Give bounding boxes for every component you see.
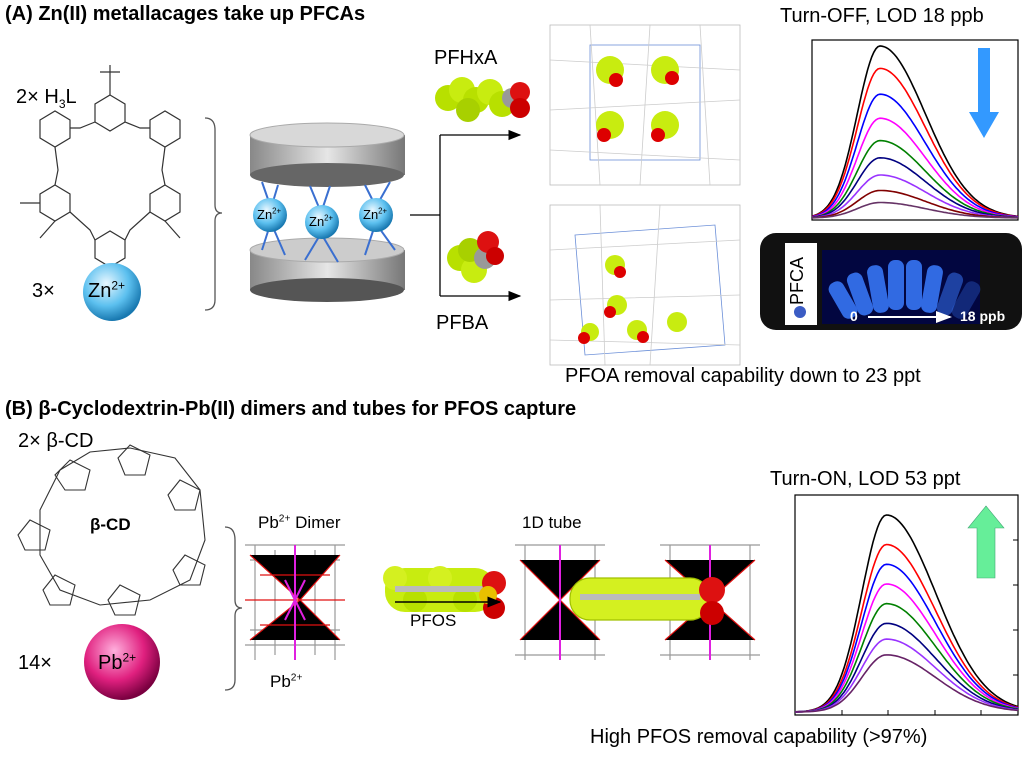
pfba-molecule — [447, 231, 504, 283]
spectrum-curve — [795, 543, 1019, 713]
spectrum-curve — [811, 174, 1019, 219]
turn-off-title: Turn-OFF, LOD 18 ppb — [780, 5, 984, 27]
spectrum-curve — [812, 201, 1019, 219]
cage-zn-label-2: Zn2+ — [309, 213, 334, 229]
crystal-packing-pfba-guests — [578, 255, 687, 344]
pfos-removal-text: High PFOS removal capability (>97%) — [590, 726, 928, 748]
pfos-molecule — [383, 566, 506, 619]
spectrum-curve — [811, 139, 1019, 219]
beta-cd-structure — [17, 444, 206, 616]
cage-zn-label-3: Zn2+ — [363, 206, 388, 222]
spectrum-curve — [795, 638, 1019, 713]
zn-count-label: 3× — [32, 280, 55, 302]
spectrum-curve — [811, 189, 1018, 219]
pb-bottom-label: Pb2+ — [270, 672, 303, 691]
beta-cd-count-label: 2× β-CD — [18, 430, 94, 452]
zn-sphere — [83, 263, 141, 321]
metallacage-cartoon — [249, 122, 405, 302]
spectrum-curve — [795, 622, 1019, 713]
spectrum-curve — [811, 93, 1019, 218]
pb-count-label: 14× — [18, 652, 52, 674]
phone-range-end: 18 ppb — [960, 308, 1006, 324]
spectrum-curve — [795, 654, 1019, 713]
spectrum-curve — [794, 514, 1019, 713]
pfos-label: PFOS — [410, 611, 457, 630]
spectrum-curve — [811, 67, 1019, 218]
h3l-macrocycle-structure — [20, 65, 181, 268]
panel-b-title: (B) β-Cyclodextrin-Pb(II) dimers and tub… — [5, 398, 577, 420]
ligand-label: 2× H3L — [16, 86, 77, 111]
spectrum-curve — [811, 117, 1019, 218]
pfhxa-molecule — [435, 77, 530, 122]
crystal-packing-pfhxa-guests — [596, 56, 679, 142]
spectrum-curve — [794, 583, 1019, 713]
crystal-packing-pfhxa — [549, 24, 741, 186]
pfhxa-label: PFHxA — [434, 47, 498, 69]
smartphone-photo — [760, 233, 1022, 330]
spectrum-curve — [811, 45, 1019, 218]
brace-a — [204, 117, 223, 311]
spectrum-curve — [794, 563, 1019, 713]
pfoa-removal-text: PFOA removal capability down to 23 ppt — [565, 365, 921, 387]
cage-zn-label-1: Zn2+ — [257, 206, 282, 222]
brace-b — [224, 526, 243, 691]
branch-arrows — [410, 129, 522, 302]
pfba-label: PFBA — [436, 312, 489, 334]
tube-label: 1D tube — [522, 513, 582, 532]
crystal-packing-pfba — [549, 204, 741, 366]
pb-sphere-label: Pb2+ — [98, 650, 137, 674]
phone-range-start: 0 — [850, 308, 858, 324]
beta-cd-center-label: β-CD — [90, 515, 131, 534]
spectrum-curve — [795, 602, 1019, 713]
1d-tube-structure — [515, 544, 760, 660]
phone-pfca-label: PFCA — [787, 256, 807, 305]
spectra-plot-a — [811, 39, 1019, 221]
zn-sphere-label: Zn2+ — [88, 278, 126, 302]
turn-on-title: Turn-ON, LOD 53 ppt — [770, 468, 961, 490]
pb-sphere — [84, 624, 160, 700]
panel-a-title: (A) Zn(II) metallacages take up PFCAs — [5, 3, 366, 25]
pb-dimer-label: Pb2+ Dimer — [258, 513, 341, 532]
turn-on-arrow — [967, 505, 1005, 579]
turn-off-arrow — [969, 48, 999, 138]
pb-dimer-structure — [245, 544, 345, 660]
spectra-plot-b — [794, 494, 1019, 716]
spectrum-curve — [811, 156, 1019, 219]
